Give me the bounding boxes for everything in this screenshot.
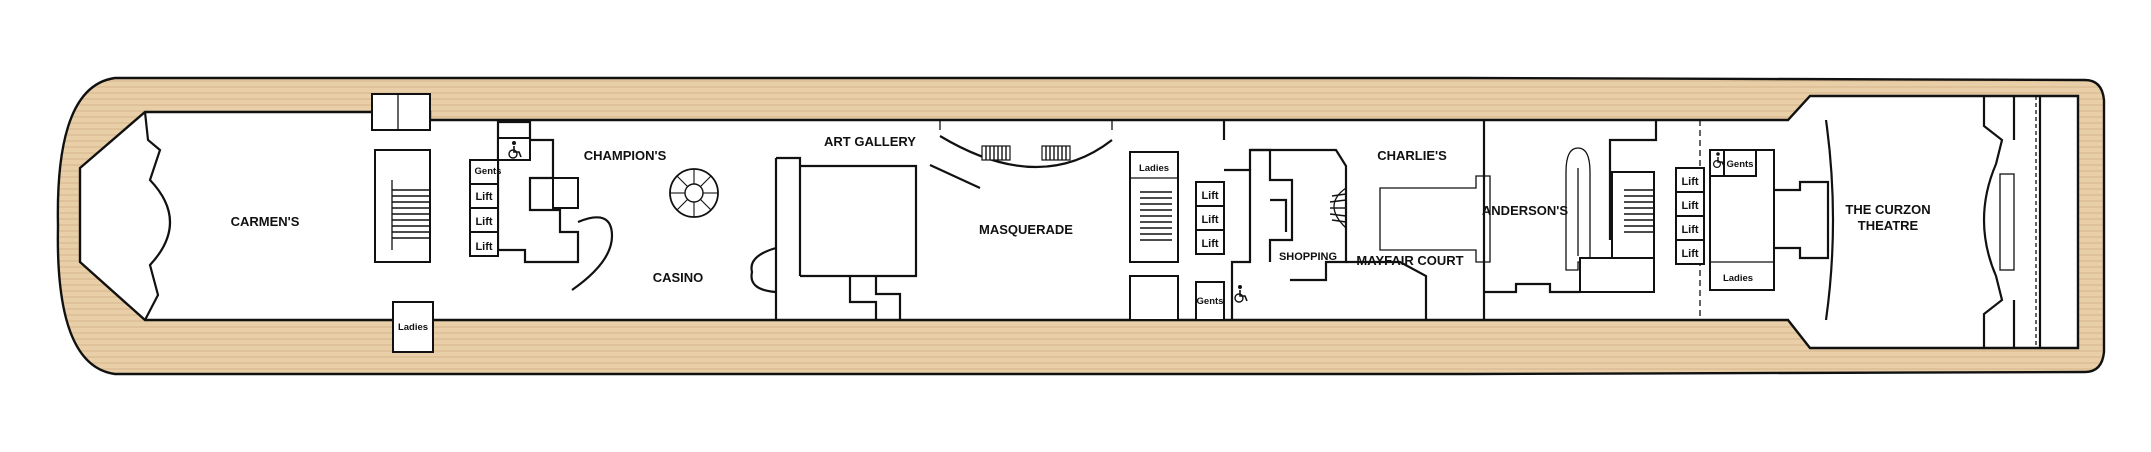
gents-label-mid: Gents <box>1197 296 1224 307</box>
stairs-icon-masquerade-right <box>1041 145 1071 161</box>
andersons-label: ANDERSON'S <box>1482 203 1568 218</box>
lift-label-6: Lift <box>1201 238 1218 250</box>
gents-label-forward: Gents <box>475 166 502 177</box>
lift-label-10: Lift <box>1681 248 1698 260</box>
lift-label-7: Lift <box>1681 176 1698 188</box>
carmens-label: CARMEN'S <box>231 214 300 229</box>
curzon-theatre-label-1: THE CURZON <box>1845 202 1930 217</box>
stairs-icon-mid <box>1140 191 1172 241</box>
casino-label: CASINO <box>653 270 704 285</box>
wheelchair-icon-mid <box>1234 285 1248 303</box>
ladies-label-mid: Ladies <box>1139 163 1169 174</box>
stairs-icon-masquerade-left <box>981 145 1011 161</box>
lift-label-3: Lift <box>475 241 492 253</box>
lift-label-1: Lift <box>475 191 492 203</box>
lift-label-9: Lift <box>1681 224 1698 236</box>
lift-label-8: Lift <box>1681 200 1698 212</box>
mayfair-court-label: MAYFAIR COURT <box>1356 253 1463 268</box>
lift-label-5: Lift <box>1201 214 1218 226</box>
lift-label-4: Lift <box>1201 190 1218 202</box>
shopping-label: SHOPPING <box>1279 251 1337 263</box>
stairs-icon-andersons <box>1624 189 1654 233</box>
curzon-theatre-label-2: THEATRE <box>1858 218 1919 233</box>
champions-label: CHAMPION'S <box>584 148 667 163</box>
wheelchair-icon <box>508 141 522 159</box>
masquerade-label: MASQUERADE <box>979 222 1073 237</box>
art-gallery-label: ART GALLERY <box>824 134 916 149</box>
ladies-label-forward: Ladies <box>398 322 428 333</box>
gents-label-aft: Gents <box>1727 159 1754 170</box>
spiral-staircase-icon <box>669 168 719 218</box>
lift-label-2: Lift <box>475 216 492 228</box>
stairs-icon-shopping <box>1329 193 1347 223</box>
ladies-label-aft: Ladies <box>1723 273 1753 284</box>
charlies-label: CHARLIE'S <box>1377 148 1447 163</box>
stairs-icon <box>392 189 430 239</box>
